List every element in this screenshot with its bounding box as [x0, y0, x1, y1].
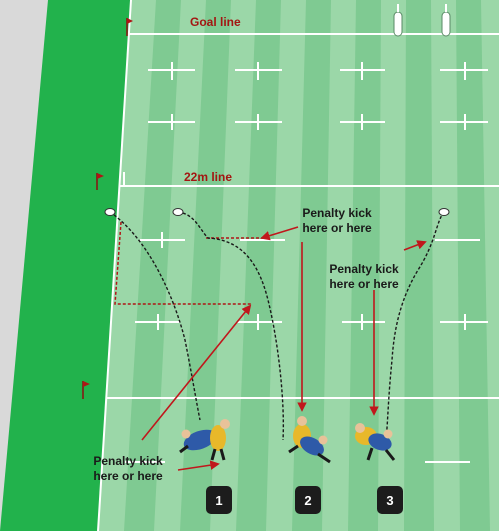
- annotation-right-line1: Penalty kick: [329, 262, 399, 276]
- ball-icon: [173, 209, 183, 216]
- player-badge-1: 1: [206, 486, 232, 514]
- annotation-left-line2: here or here: [93, 469, 163, 483]
- badge-number: 3: [386, 493, 393, 508]
- line-22m-label: 22m line: [184, 170, 232, 184]
- player-badge-3: 3: [377, 486, 403, 514]
- annotation-right-line2: here or here: [329, 277, 399, 291]
- ball-icon: [105, 209, 115, 216]
- badge-number: 2: [304, 493, 311, 508]
- goal-line-label: Goal line: [190, 15, 241, 29]
- badge-number: 1: [215, 493, 222, 508]
- annotation-left-line1: Penalty kick: [93, 454, 163, 468]
- annotation-center-line2: here or here: [302, 221, 372, 235]
- annotation-center-line1: Penalty kick: [302, 206, 372, 220]
- player-badge-2: 2: [295, 486, 321, 514]
- ball-icon: [439, 209, 449, 216]
- field-stripes: [98, 0, 499, 531]
